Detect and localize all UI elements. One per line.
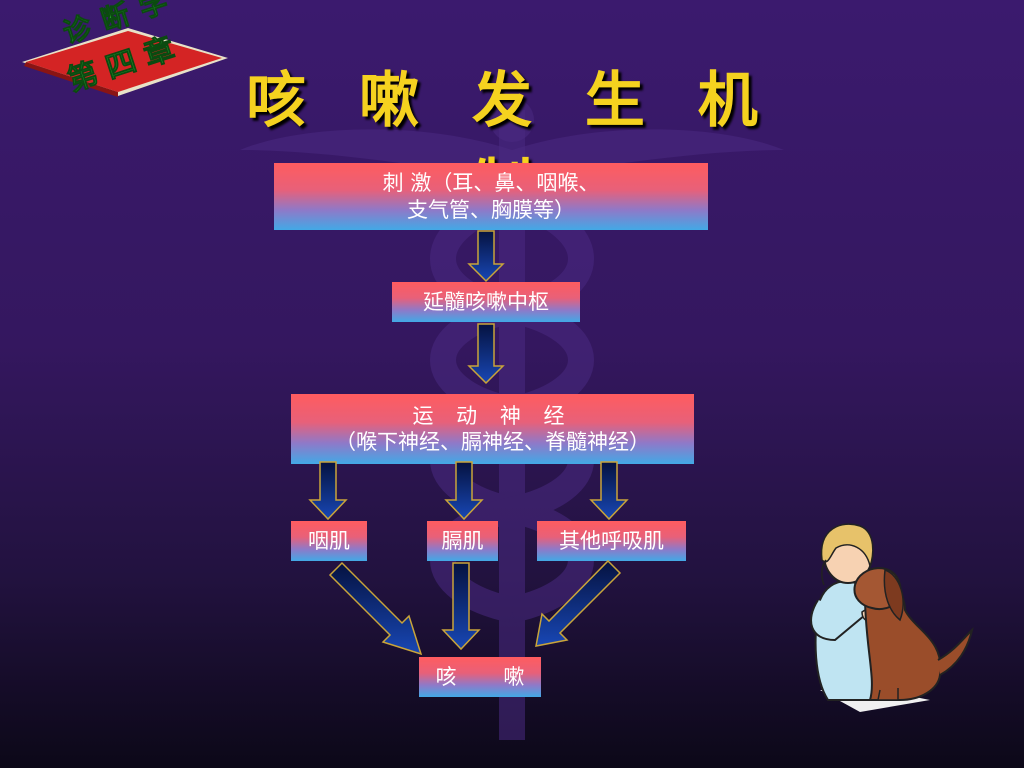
pharyngeal-muscle-label: 咽肌 — [308, 528, 350, 553]
arrow-down-4 — [444, 461, 484, 521]
diaphragm-muscle-label: 膈肌 — [441, 528, 484, 553]
motor-nerve-line2: （喉下神经、膈神经、脊髓神经） — [335, 430, 650, 454]
diaphragm-muscle-box: 膈肌 — [427, 521, 498, 561]
stimulus-line1: 刺 激（耳、鼻、咽喉、 — [382, 171, 600, 196]
arrow-down-3 — [308, 461, 348, 521]
cough-result-label: 咳 嗽 — [435, 664, 525, 689]
cough-center-box: 延髓咳嗽中枢 — [392, 282, 580, 322]
chapter-badge: 诊断学 第四章 — [22, 0, 228, 99]
motor-nerve-line1: 运 动 神 经 — [412, 403, 573, 428]
cough-center-label: 延髓咳嗽中枢 — [423, 289, 549, 314]
arrow-down-1 — [467, 230, 505, 283]
arrow-down-5 — [589, 461, 629, 521]
other-respiratory-muscle-box: 其他呼吸肌 — [537, 521, 686, 561]
arrow-down-center — [441, 562, 481, 651]
other-respiratory-muscle-label: 其他呼吸肌 — [559, 528, 664, 553]
pharyngeal-muscle-box: 咽肌 — [291, 521, 367, 561]
motor-nerve-box: 运 动 神 经 （喉下神经、膈神经、脊髓神经） — [291, 394, 694, 464]
stimulus-box: 刺 激（耳、鼻、咽喉、 支气管、胸膜等） — [274, 163, 708, 230]
arrow-down-2 — [467, 323, 505, 385]
stimulus-line2: 支气管、胸膜等） — [407, 197, 575, 222]
arrow-diag-left — [328, 561, 423, 656]
arrow-diag-right — [535, 559, 622, 647]
cough-result-box: 咳 嗽 — [419, 657, 541, 697]
